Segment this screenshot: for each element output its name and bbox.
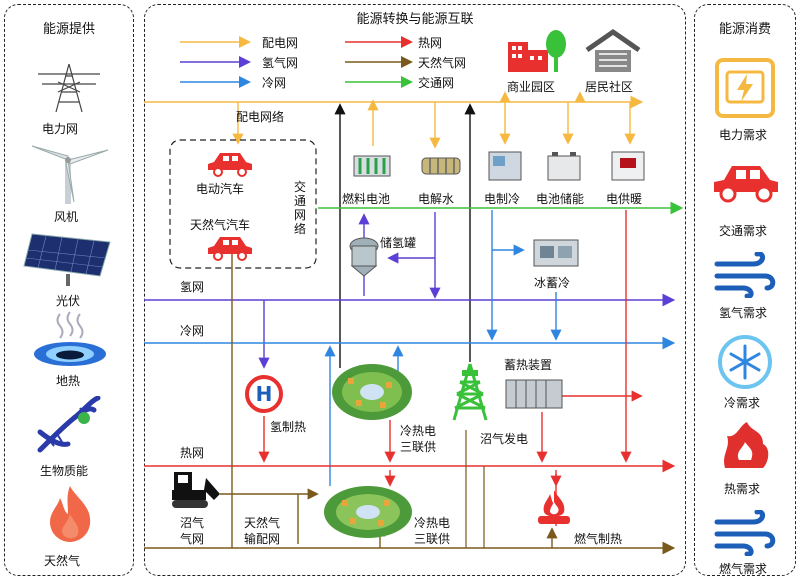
gas-lines-icon (714, 510, 776, 556)
building-label-community: 居民社区 (585, 80, 634, 94)
biogas-net-label-a: 沼气 (180, 516, 205, 530)
power-tower-icon (38, 63, 100, 113)
legend-label-h2: 氢气网 (262, 56, 299, 70)
legend-label-power: 配电网 (262, 36, 299, 50)
ice-storage-icon (533, 239, 579, 267)
flame-icon (50, 486, 91, 542)
residential-community-icon (585, 28, 641, 72)
grid-network-label: 配电网络 (236, 110, 285, 124)
demand-label-power: 电力需求 (719, 128, 768, 142)
supply-label-power: 电力网 (42, 122, 79, 136)
e-cooling-icon (488, 151, 522, 181)
excavator-icon (172, 472, 220, 508)
geothermal-icon (34, 311, 106, 366)
supply-label-solar: 光伏 (56, 294, 81, 308)
cchp2-label-a: 冷热电 (414, 516, 451, 530)
cchp-city-icon-2 (324, 486, 412, 538)
demand-label-gas: 燃气需求 (719, 562, 768, 576)
demand-label-h2: 氢气需求 (719, 306, 768, 320)
supply-label-geothermal: 地热 (56, 374, 81, 388)
demand-label-traffic: 交通需求 (719, 224, 768, 238)
cchp1-label-b: 三联供 (400, 440, 437, 454)
net-label-heat: 热网 (180, 446, 205, 460)
gas-heating-label: 燃气制热 (574, 532, 623, 546)
thermal-storage-icon (505, 379, 563, 409)
snowflake-icon (718, 335, 772, 389)
car-icon (714, 166, 778, 203)
e-heating-icon (611, 151, 645, 181)
demand-label-heat: 热需求 (724, 482, 761, 496)
device-label-battery: 电池储能 (536, 192, 585, 206)
legend-label-gas: 天然气网 (418, 56, 467, 70)
h2-heating-label: 氢制热 (270, 420, 307, 434)
dna-biomass-icon (37, 396, 101, 453)
electricity-demand-icon (715, 58, 775, 118)
gas-dist-label-a: 天然气 (244, 516, 281, 530)
center-panel (144, 4, 686, 576)
supply-label-biomass: 生物质能 (40, 464, 89, 478)
supply-panel (4, 4, 134, 576)
transport-net-label: 交通网络 (293, 180, 306, 236)
wind-turbine-icon (31, 145, 109, 204)
demand-label-cold: 冷需求 (724, 396, 761, 410)
building-label-park: 商业园区 (507, 80, 556, 94)
h2-heating-icon: H (245, 375, 283, 413)
legend-label-cold: 冷网 (262, 76, 287, 90)
cchp2-label-b: 三联供 (414, 532, 451, 546)
supply-title: 能源提供 (42, 22, 95, 37)
net-label-h2: 氢网 (180, 280, 205, 294)
gas-dist-label-b: 输配网 (244, 532, 281, 546)
electrolysis-icon (421, 157, 461, 175)
supply-label-wind: 风机 (54, 210, 79, 224)
device-label-fuel-cell: 燃料电池 (342, 192, 391, 206)
cchp1-label-a: 冷热电 (400, 424, 437, 438)
device-label-electrolysis: 电解水 (418, 192, 455, 206)
legend-label-traffic: 交通网 (418, 76, 455, 90)
supply-label-gas: 天然气 (44, 554, 81, 568)
battery-storage-icon (547, 152, 581, 181)
wind-lines-icon (714, 252, 776, 298)
biogas-tower-icon (452, 363, 488, 421)
fuel-cell-icon (353, 155, 391, 177)
h2-tank-label: 储氢罐 (380, 236, 417, 250)
gas-car-icon (208, 237, 252, 261)
svg-text:H: H (256, 382, 273, 406)
device-label-e-heating: 电供暖 (606, 192, 643, 206)
device-label-e-cooling: 电制冷 (484, 192, 521, 206)
commercial-park-icon (508, 30, 566, 72)
thermal-storage-label: 蓄热装置 (504, 358, 553, 372)
center-title: 能源转换与能源互联 (356, 12, 474, 27)
demand-title: 能源消费 (718, 22, 771, 37)
gas-car-label: 天然气汽车 (190, 218, 251, 232)
heat-icon (724, 422, 769, 468)
biogas-net-label-b: 气网 (180, 532, 205, 546)
h2-tank-icon (349, 237, 379, 277)
ev-label: 电动汽车 (196, 182, 245, 196)
net-label-cold: 冷网 (180, 324, 205, 338)
ev-car-icon (208, 153, 252, 177)
ice-storage-label: 冰蓄冷 (534, 276, 571, 290)
biogas-power-label: 沼气发电 (480, 432, 529, 446)
solar-panel-icon (23, 233, 111, 286)
gas-heating-icon (538, 490, 570, 524)
demand-panel (694, 4, 796, 576)
cchp-city-icon-1 (332, 364, 412, 420)
legend-label-heat: 热网 (418, 36, 443, 50)
